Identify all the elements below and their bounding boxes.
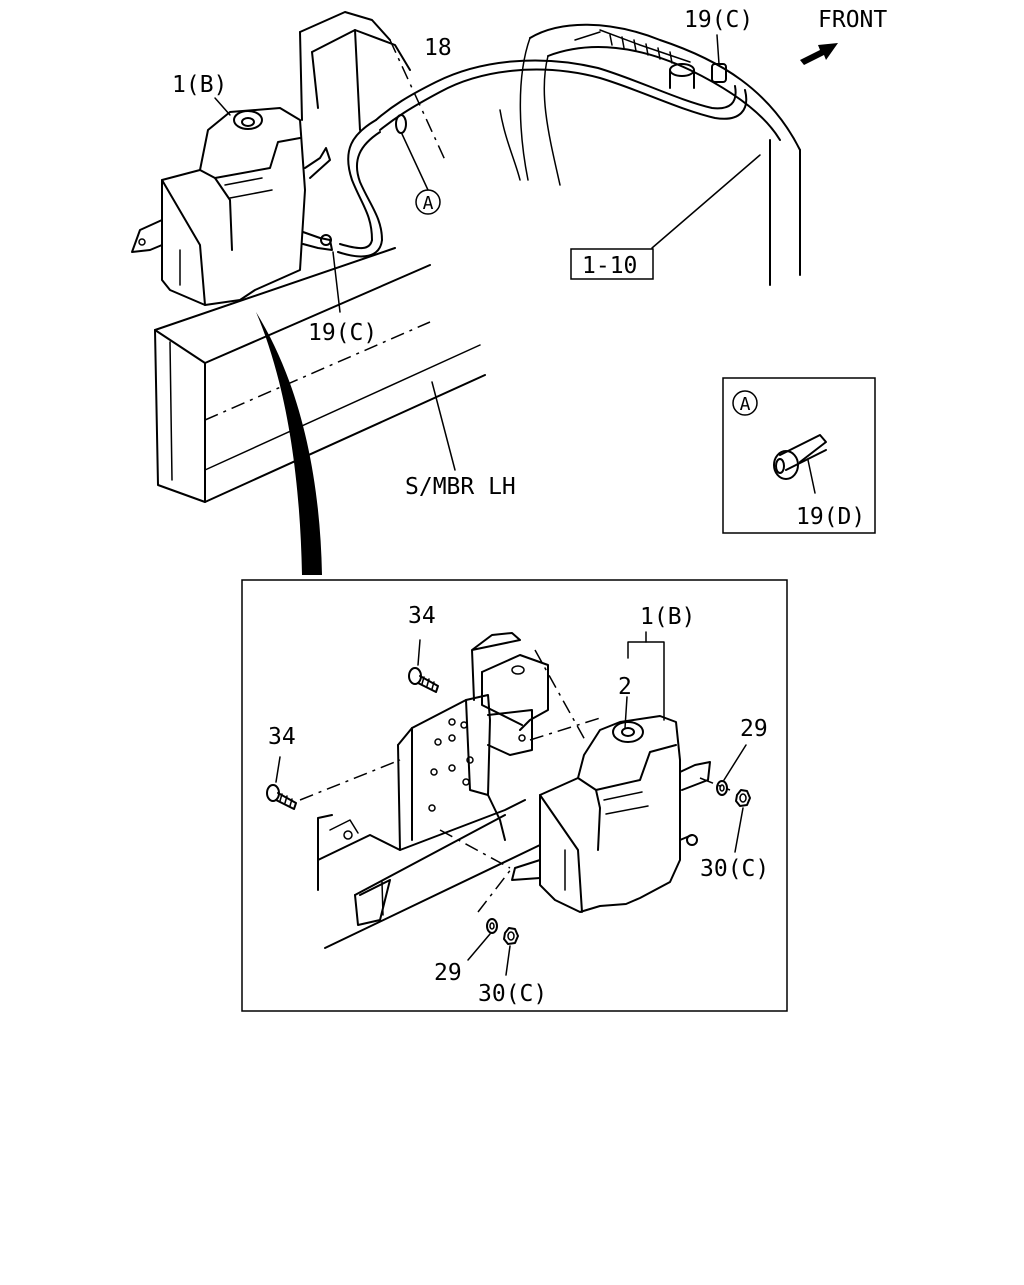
detail-box-marker: A bbox=[740, 394, 751, 415]
washer-29-right bbox=[716, 744, 747, 796]
front-label: FRONT bbox=[818, 7, 887, 33]
washer-label-right: 29 bbox=[740, 716, 768, 742]
hose-label: 18 bbox=[424, 35, 452, 61]
hose-clip-icon bbox=[773, 434, 827, 494]
bracket bbox=[397, 694, 506, 851]
detail-marker-circle bbox=[415, 189, 441, 215]
detail-a-box: A 19(D) bbox=[722, 377, 876, 534]
ref-section-label: 1-10 bbox=[582, 253, 637, 279]
washer-label-bottom: 29 bbox=[434, 960, 462, 986]
front-arrow-icon bbox=[800, 43, 838, 65]
detail-marker-label: A bbox=[423, 193, 434, 214]
side-member-frame bbox=[154, 247, 486, 503]
radiator-shroud bbox=[299, 11, 801, 286]
clip-label-mid: 19(C) bbox=[308, 320, 377, 346]
group-bracket-1b bbox=[627, 641, 665, 721]
nut-30c-bottom bbox=[503, 927, 519, 976]
reservoir-tank-inset bbox=[511, 715, 711, 913]
reservoir-tank-upper bbox=[131, 97, 341, 313]
reservoir-label-inset: 1(B) bbox=[640, 604, 695, 630]
washer-29-bottom bbox=[467, 918, 498, 961]
reservoir-label-top: 1(B) bbox=[172, 72, 227, 98]
hose-18 bbox=[337, 59, 748, 258]
hose-clamp-top-right bbox=[669, 34, 727, 89]
side-member-leader bbox=[431, 381, 456, 471]
bolt-label-upper: 34 bbox=[408, 603, 436, 629]
ref-leader bbox=[651, 154, 761, 249]
clip-label-top-right: 19(C) bbox=[684, 7, 753, 33]
side-member-label: S/MBR LH bbox=[405, 474, 516, 500]
inset-pointer bbox=[256, 312, 322, 575]
nut-30c-right bbox=[734, 789, 751, 853]
bolt-34-upper bbox=[408, 639, 439, 693]
cap-label: 2 bbox=[618, 674, 632, 700]
mounting-inset: 1(B) 2 34 34 29 30(C) 29 30(C) bbox=[241, 579, 788, 1012]
clip-detail-label: 19(D) bbox=[796, 504, 865, 530]
nut-label-bottom: 30(C) bbox=[478, 981, 547, 1007]
ref-section-box bbox=[570, 248, 654, 280]
nut-label-right: 30(C) bbox=[700, 856, 769, 882]
bolt-label-lower: 34 bbox=[268, 724, 296, 750]
bolt-34-lower bbox=[266, 756, 297, 810]
